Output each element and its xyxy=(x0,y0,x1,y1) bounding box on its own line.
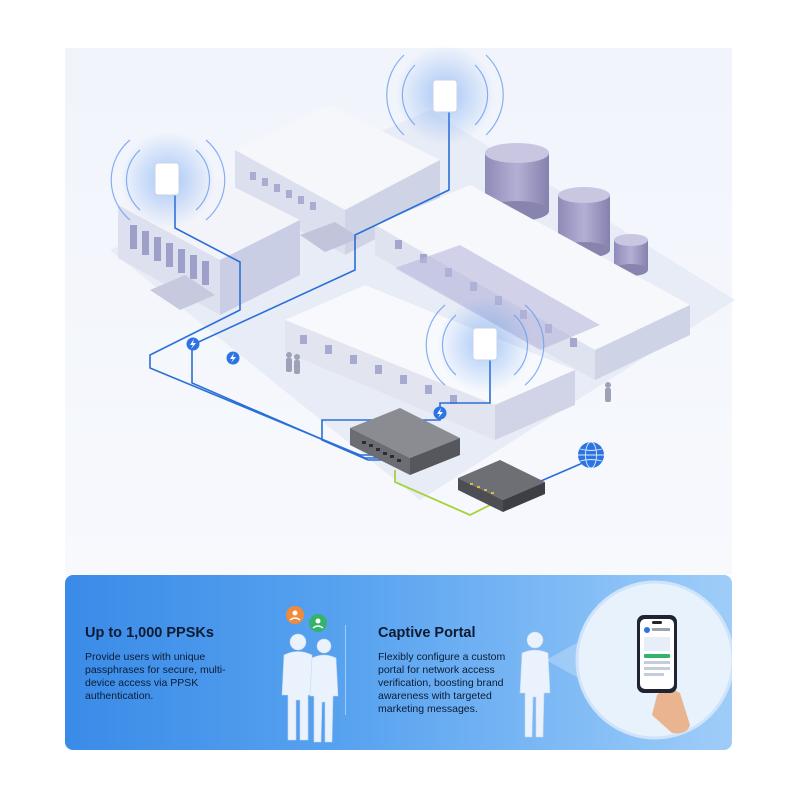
user-pin-icon xyxy=(286,606,304,624)
person-figure xyxy=(519,631,551,738)
poe-lightning-icon xyxy=(226,351,240,365)
captive-portal-title: Captive Portal xyxy=(378,625,476,641)
user-pin-icon xyxy=(309,614,327,632)
access-point-icon xyxy=(154,162,180,196)
captive-portal-description: Flexibly configure a custom portal for n… xyxy=(378,651,506,715)
captive-portal-illustration xyxy=(519,580,732,740)
storage-tank-large xyxy=(485,143,549,221)
switch-icon xyxy=(350,408,460,475)
switch-to-router-cable xyxy=(394,470,501,516)
smartphone-icon xyxy=(637,615,677,693)
storage-tank-small xyxy=(614,234,648,276)
access-point-icon xyxy=(472,327,498,361)
access-point-top xyxy=(386,45,504,145)
entrance-canopy xyxy=(300,222,360,252)
hand xyxy=(652,689,690,734)
globe-icon xyxy=(578,441,604,469)
feature-divider xyxy=(345,625,346,715)
ppsk-feature-description: Provide users with unique passphrases fo… xyxy=(85,651,226,702)
person-figures xyxy=(286,352,611,402)
users-illustration xyxy=(281,606,339,743)
ppsk-feature-title: Up to 1,000 PPSKs xyxy=(85,625,214,641)
poe-lightning-icon xyxy=(433,406,447,420)
poe-lightning-icon xyxy=(186,337,200,351)
access-point-left xyxy=(110,132,226,228)
router-icon xyxy=(458,460,545,512)
access-point-icon xyxy=(432,79,458,113)
features-panel: Up to 1,000 PPSKs Provide users with uni… xyxy=(65,575,732,750)
access-point-front xyxy=(425,297,545,393)
